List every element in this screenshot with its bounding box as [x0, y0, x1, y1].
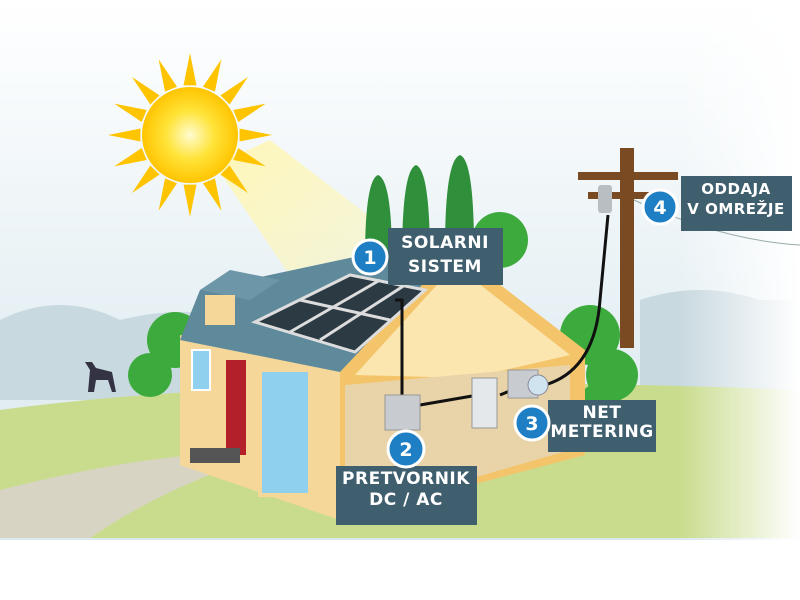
- inverter-box: [384, 394, 421, 431]
- step-4: 4 ODDAJA V OMREŽJE: [641, 176, 792, 231]
- step-label-line2: METERING: [550, 422, 653, 442]
- sun-disc: [142, 87, 238, 183]
- step-label-box: [388, 228, 503, 285]
- step-label-line1: NET: [583, 403, 622, 423]
- window: [258, 368, 312, 497]
- step-label-line2: V OMREŽJE: [687, 199, 785, 218]
- sun-ray: [220, 77, 248, 105]
- solar-panels: [250, 273, 429, 354]
- sun-ray: [233, 147, 266, 167]
- step-label-line2: DC / AC: [369, 490, 443, 510]
- window: [191, 349, 211, 391]
- step-badge: [641, 188, 679, 226]
- step-label-box: [336, 466, 477, 525]
- step-2: 2 PRETVORNIK DC / AC: [336, 429, 477, 525]
- sun-ray: [158, 178, 178, 211]
- sun-ray: [158, 59, 178, 92]
- sun-ray: [132, 77, 160, 105]
- step-number: 2: [399, 439, 412, 461]
- meter-dial: [527, 374, 549, 396]
- step-badge: [513, 404, 551, 442]
- step-number: 1: [363, 247, 376, 269]
- sun-ray: [132, 165, 160, 193]
- step-label-line2: SISTEM: [408, 257, 482, 277]
- step-label-line1: ODDAJA: [701, 180, 770, 198]
- sun-ray: [233, 103, 266, 123]
- sun-ray: [183, 53, 197, 86]
- sun-ray: [239, 128, 272, 142]
- step-label-line1: PRETVORNIK: [342, 469, 470, 489]
- dog: [85, 362, 116, 392]
- front-door: [226, 360, 246, 455]
- sun-ray: [108, 128, 141, 142]
- electrical-panel: [471, 377, 498, 429]
- wiring: [395, 214, 610, 407]
- step-badge: [386, 429, 426, 469]
- step-number: 3: [525, 413, 538, 435]
- transformer: [598, 185, 612, 213]
- doormat: [190, 448, 240, 463]
- sun-ray: [220, 165, 248, 193]
- sun-ray: [114, 147, 147, 167]
- sun-ray: [202, 178, 222, 211]
- step-number: 4: [653, 197, 666, 219]
- step-3: 3 NET METERING: [513, 400, 656, 452]
- step-label-box: [681, 176, 792, 231]
- sun-rays: [108, 53, 272, 217]
- step-label-box: [548, 400, 656, 452]
- sun-ray: [202, 59, 222, 92]
- step-badge: [351, 238, 389, 276]
- sun-ray: [114, 103, 147, 123]
- sun-ray: [183, 184, 197, 217]
- step-1: 1 SOLARNI SISTEM: [351, 228, 503, 285]
- step-label-line1: SOLARNI: [401, 233, 489, 253]
